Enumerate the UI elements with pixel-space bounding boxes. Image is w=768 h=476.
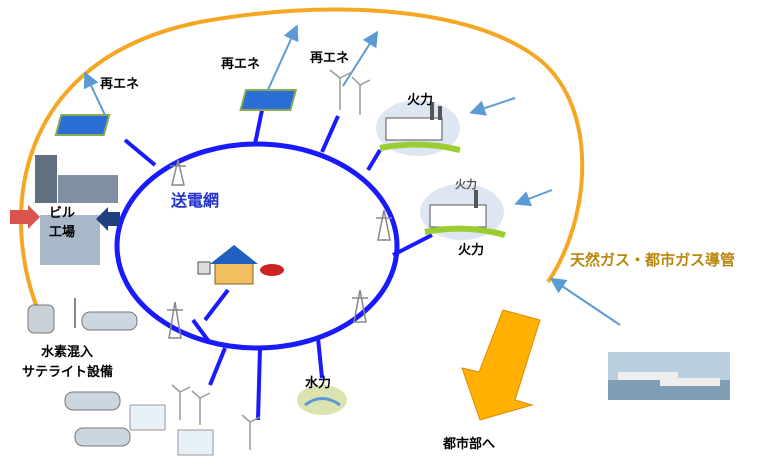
thermal-label-2: 火力 bbox=[458, 243, 485, 258]
solar-panel-icons bbox=[54, 89, 298, 136]
supply-arrows bbox=[83, 24, 621, 326]
wind-turbine-icons bbox=[171, 69, 371, 450]
hydro-plant-icon bbox=[297, 385, 347, 415]
gas-pipeline-label: 天然ガス・都市ガス導管 bbox=[570, 251, 736, 269]
renewable-label-3: 再エネ bbox=[310, 51, 350, 66]
thermal-sign-label: 火力 bbox=[455, 178, 477, 191]
gas-pipeline-arc bbox=[19, 7, 585, 316]
hydrogen-facility-icon bbox=[27, 298, 138, 334]
house-ev-icon bbox=[197, 245, 284, 285]
grid-spokes bbox=[123, 109, 433, 421]
hydrogen-label-line2: サテライト設備 bbox=[21, 365, 113, 380]
factory-label: 工場 bbox=[49, 225, 76, 240]
lng-ship-image bbox=[608, 352, 730, 400]
tanker-truck-icons bbox=[64, 391, 214, 456]
thermal-label-1: 火力 bbox=[407, 93, 434, 108]
renewable-label-1: 再エネ bbox=[100, 77, 140, 92]
building-label: ビル bbox=[49, 206, 76, 221]
renewable-label-2: 再エネ bbox=[221, 57, 261, 72]
grid-label: 送電網 bbox=[171, 191, 220, 210]
to-city-arrow bbox=[461, 309, 541, 421]
thermal-plant-icons bbox=[376, 100, 506, 240]
transmission-tower-icons bbox=[167, 159, 392, 339]
hydro-label: 水力 bbox=[305, 376, 332, 391]
to-city-label: 都市部へ bbox=[443, 437, 496, 452]
building-factory-icons bbox=[10, 155, 120, 265]
hydrogen-label-line1: 水素混入 bbox=[40, 345, 93, 360]
